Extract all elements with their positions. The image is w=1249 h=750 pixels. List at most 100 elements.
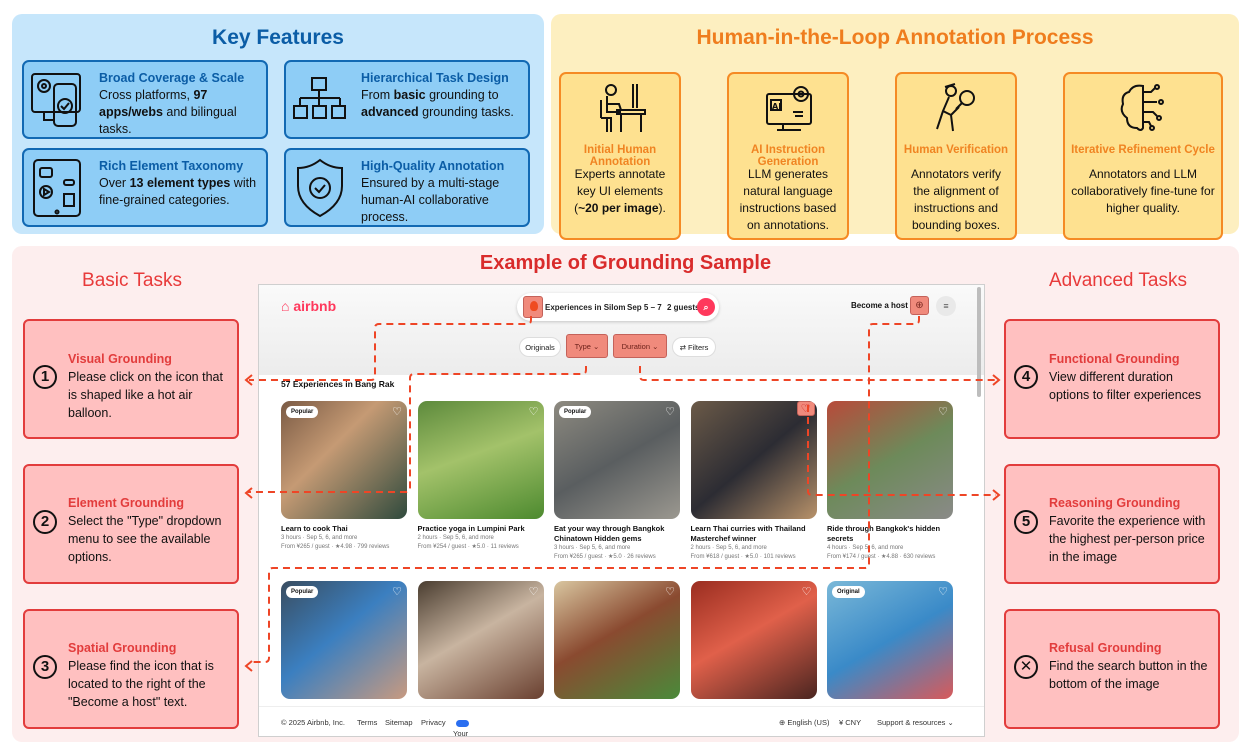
task-text: Please find the icon that is located to …	[68, 659, 214, 709]
task-number-badge: 5	[1014, 510, 1038, 534]
hitl-step-title: AI Instruction Generation	[750, 144, 826, 168]
devices-gear-icon	[31, 73, 81, 127]
heart-icon[interactable]: ♡	[392, 586, 402, 598]
brain-circuit-icon	[1120, 84, 1164, 131]
svg-text:AI: AI	[772, 102, 781, 111]
person-desk-icon	[600, 84, 646, 132]
globe-icon[interactable]: ⊕	[910, 296, 929, 315]
listing-title[interactable]: Learn to cook Thai	[281, 524, 348, 533]
listing-card[interactable]: Original♡	[827, 581, 953, 699]
search-bar[interactable]: Experiences in Silom Sep 5 – 7 2 guests …	[517, 293, 719, 321]
feature-text: From	[361, 88, 394, 102]
listing-photo[interactable]: ♡	[827, 401, 953, 519]
listing-meta: From ¥254 / guest · ★5.0 · 11 reviews	[417, 544, 519, 550]
hitl-step-card: Iterative Refinement Cycle Annotators an…	[1063, 72, 1223, 240]
hot-air-balloon-icon[interactable]	[523, 296, 543, 318]
advanced-tasks-label: Advanced Tasks	[1048, 270, 1187, 291]
listing-photo[interactable]: Original♡	[827, 581, 953, 699]
listing-photo[interactable]: Popular♡	[281, 401, 407, 519]
airbnb-footer: © 2025 Airbnb, Inc. Terms Sitemap Privac…	[259, 706, 984, 736]
footer-sitemap-link[interactable]: Sitemap	[385, 718, 413, 727]
scrollbar[interactable]	[977, 287, 981, 397]
listing-photo[interactable]: ♡	[417, 401, 544, 519]
listing-meta: From ¥265 / guest · ★4.98 · 799 reviews	[281, 544, 390, 550]
support-resources-menu[interactable]: Support & resources ⌄	[877, 718, 954, 727]
listing-title[interactable]: Ride through Bangkok's hidden secrets	[827, 524, 941, 543]
listing-title[interactable]: Learn Thai curries with Thailand Masterc…	[690, 524, 806, 543]
heart-icon[interactable]: ♡	[528, 406, 539, 418]
feature-card-coverage: Broad Coverage & Scale Cross platforms, …	[22, 60, 268, 139]
listing-card[interactable]: Popular♡	[281, 581, 407, 699]
task-text: Select the "Type" dropdown menu to see t…	[68, 514, 222, 564]
key-features-panel: Key Features Broad Coverage & Scale Cros…	[12, 14, 544, 234]
listing-photo[interactable]: ♡	[417, 581, 544, 699]
hitl-step-desc: LLM generates natural language instructi…	[739, 167, 837, 232]
listing-meta: From ¥265 / guest · ★5.0 · 26 reviews	[554, 554, 656, 560]
heart-icon[interactable]: ♡	[938, 406, 948, 418]
filters-button[interactable]: ⇄ Filters	[672, 337, 716, 357]
heart-icon[interactable]: ♡	[665, 406, 675, 418]
listing-title[interactable]: Practice yoga in Lumpini Park	[417, 524, 525, 533]
listing-title[interactable]: Eat your way through Bangkok Chinatown H…	[554, 524, 665, 543]
key-features-title: Key Features	[212, 26, 344, 49]
listing-card[interactable]: Popular ♡ Eat your way through Bangkok Chi…	[554, 401, 680, 562]
airbnb-logo[interactable]: ⌂ airbnb	[281, 298, 336, 314]
listing-photo[interactable]: ♡	[554, 581, 680, 699]
hitl-step-title: Human Verification	[903, 144, 1009, 156]
hierarchy-icon	[293, 77, 346, 119]
heart-icon[interactable]: ♡	[392, 406, 402, 418]
become-host-link[interactable]: Become a host	[851, 301, 908, 310]
listing-card[interactable]: ♡	[554, 581, 680, 699]
listing-photo[interactable]: ♡	[690, 581, 817, 699]
search-location[interactable]: Experiences in Silom	[545, 303, 626, 312]
ai-monitor-gear-icon: AI	[766, 86, 812, 131]
hitl-step-bold: ~20 per image	[578, 201, 659, 215]
listing-card[interactable]: ♡ Ride through Bangkok's hidden secrets 4 …	[827, 401, 953, 562]
listing-card[interactable]: ♡ Learn Thai curries with Thailand Master…	[690, 401, 817, 562]
task-title: Reasoning Grounding	[1049, 496, 1181, 510]
filter-type-dropdown[interactable]: Type ⌄	[566, 334, 608, 358]
listing-card[interactable]: ♡	[417, 581, 544, 699]
currency-selector[interactable]: ¥ CNY	[839, 718, 862, 727]
inspector-magnifier-icon	[936, 83, 975, 132]
heart-icon[interactable]: ♡	[796, 401, 815, 416]
filter-originals[interactable]: Originals	[519, 337, 561, 357]
heart-icon[interactable]: ♡	[665, 586, 675, 598]
hitl-step-card: Human Verification Annotators verify the…	[895, 72, 1017, 240]
search-guests[interactable]: 2 guests	[667, 303, 700, 312]
search-dates[interactable]: Sep 5 – 7	[627, 303, 662, 312]
menu-icon[interactable]: ≡	[936, 296, 956, 316]
footer-privacy-choices-link[interactable]: Your Privacy Choices	[453, 718, 469, 736]
listing-photo[interactable]: Popular♡	[281, 581, 407, 699]
listing-photo[interactable]: ♡	[690, 401, 817, 519]
heart-icon[interactable]: ♡	[938, 586, 948, 598]
listing-meta: 2 hours · Sep 5, 6, and more	[417, 535, 494, 541]
airbnb-logo-text: airbnb	[293, 298, 337, 314]
feature-text: Over	[99, 176, 130, 190]
feature-bold: basic	[393, 88, 426, 102]
hitl-title: Human-in-the-Loop Annotation Process	[696, 26, 1094, 49]
heart-icon[interactable]: ♡	[528, 586, 539, 598]
heart-icon[interactable]: ♡	[801, 586, 812, 598]
task-number-badge: 4	[1014, 365, 1038, 389]
hitl-step-text: ).	[658, 201, 666, 215]
language-selector[interactable]: ⊕ English (US)	[779, 718, 830, 727]
task-title: Refusal Grounding	[1049, 641, 1162, 655]
listing-badge: Popular	[559, 406, 592, 418]
listing-meta: 4 hours · Sep 5, 6, and more	[827, 545, 904, 551]
listing-meta: From ¥618 / guest · ★5.0 · 101 reviews	[690, 554, 796, 560]
filter-duration-dropdown[interactable]: Duration ⌄	[613, 334, 667, 358]
footer-privacy-link[interactable]: Privacy	[421, 718, 446, 727]
feature-text: with fine-grained categories.	[99, 176, 257, 207]
listing-photo[interactable]: Popular ♡	[554, 401, 680, 519]
footer-terms-link[interactable]: Terms	[357, 718, 378, 727]
listing-card[interactable]: ♡	[690, 581, 817, 699]
task-title: Functional Grounding	[1049, 352, 1180, 366]
listing-card[interactable]: ♡ Practice yoga in Lumpini Park 2 hours · …	[417, 401, 544, 552]
search-icon[interactable]: ⌕	[697, 298, 715, 316]
